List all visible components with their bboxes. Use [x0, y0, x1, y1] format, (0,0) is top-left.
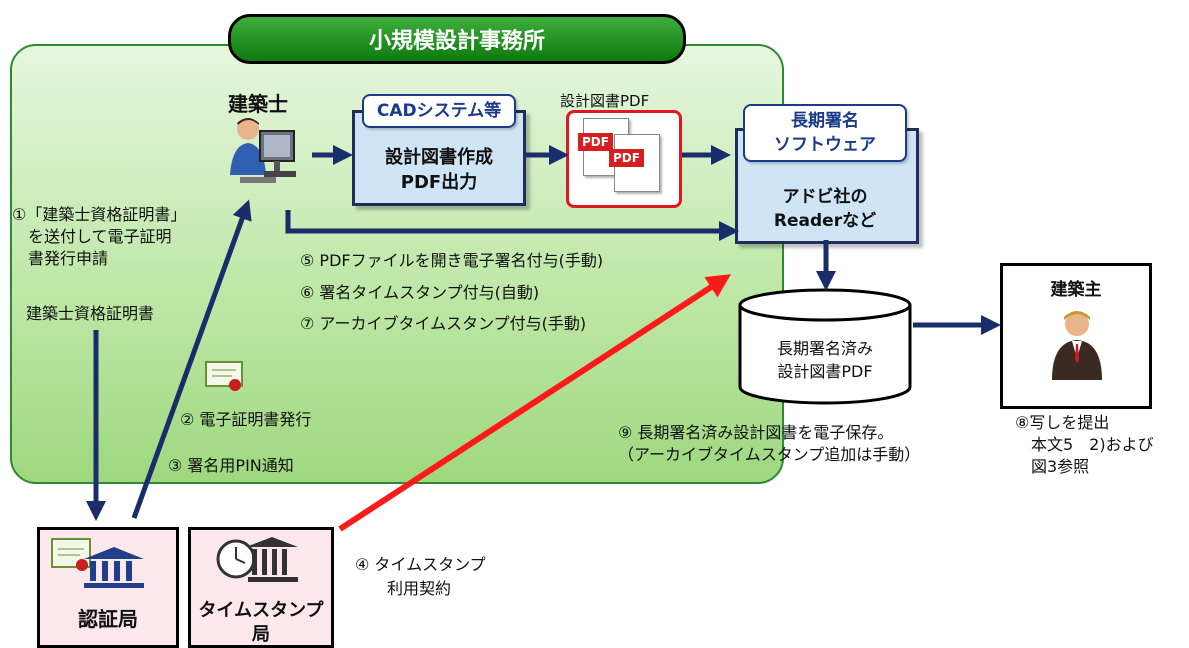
db-text-1: 長期署名済み [776, 339, 873, 358]
pdf-badge-1: PDF [578, 133, 613, 151]
db-text-2: 設計図書PDF [777, 362, 873, 381]
architect-computer-icon [230, 118, 296, 183]
step1-text: ①「建築士資格証明書」 を送付して電子証明 書発行申請 [12, 205, 187, 268]
ltsig-tag-line2: ソフトウェア [774, 135, 876, 155]
step5-text: ⑤ PDFファイルを開き電子署名付与(手動) [300, 251, 604, 270]
architect-label: 建築士 [228, 92, 288, 116]
tsa-label-2: 局 [252, 624, 270, 645]
db-cylinder [738, 288, 912, 405]
ca-building-icon [84, 547, 144, 588]
step6-text: ⑥ 署名タイムスタンプ付与(自動) [300, 283, 540, 302]
tsa-label-1: タイムスタンプ [198, 600, 324, 621]
ltsig-text-1: アドビ社の [782, 187, 868, 207]
ltsig-tag: 長期署名 ソフトウェア [743, 104, 907, 162]
office-title: 小規模設計事務所 [228, 14, 686, 64]
tsa-box [188, 527, 334, 648]
pdf-label: 設計図書PDF [560, 92, 650, 110]
client-person-icon [1052, 311, 1102, 380]
ltsig-text-2: Readerなど [773, 211, 877, 231]
cad-text-2: PDF出力 [400, 172, 478, 193]
ca-label: 認証局 [78, 607, 138, 631]
certificate-icon [205, 361, 243, 391]
client-box [1000, 263, 1152, 409]
cad-tag: CADシステム等 [362, 94, 516, 128]
cad-text-1: 設計図書作成 [385, 147, 493, 168]
step7-text: ⑦ アーカイブタイムスタンプ付与(手動) [300, 314, 587, 333]
ca-certificate-icon [51, 538, 91, 571]
step9-text: ⑨ 長期署名済み設計図書を電子保存。 （アーカイブタイムスタンプ追加は手動） [618, 423, 921, 464]
pdf-file-icon-2: PDF [609, 134, 660, 192]
tsa-clock-building-icon [216, 537, 298, 582]
step3-text: ③ 署名用PIN通知 [168, 456, 294, 475]
ltsig-tag-line1: 長期署名 [791, 111, 859, 131]
step2-text: ② 電子証明書発行 [180, 410, 312, 429]
step8-text: ⑧写しを提出 本文5 2)および 図3参照 [1015, 413, 1154, 476]
pdf-badge-2: PDF [609, 149, 644, 167]
step1-doc-label: 建築士資格証明書 [26, 304, 155, 323]
client-label: 建築主 [1050, 280, 1102, 300]
step4-text: ④ タイムスタンプ 利用契約 [355, 555, 486, 598]
